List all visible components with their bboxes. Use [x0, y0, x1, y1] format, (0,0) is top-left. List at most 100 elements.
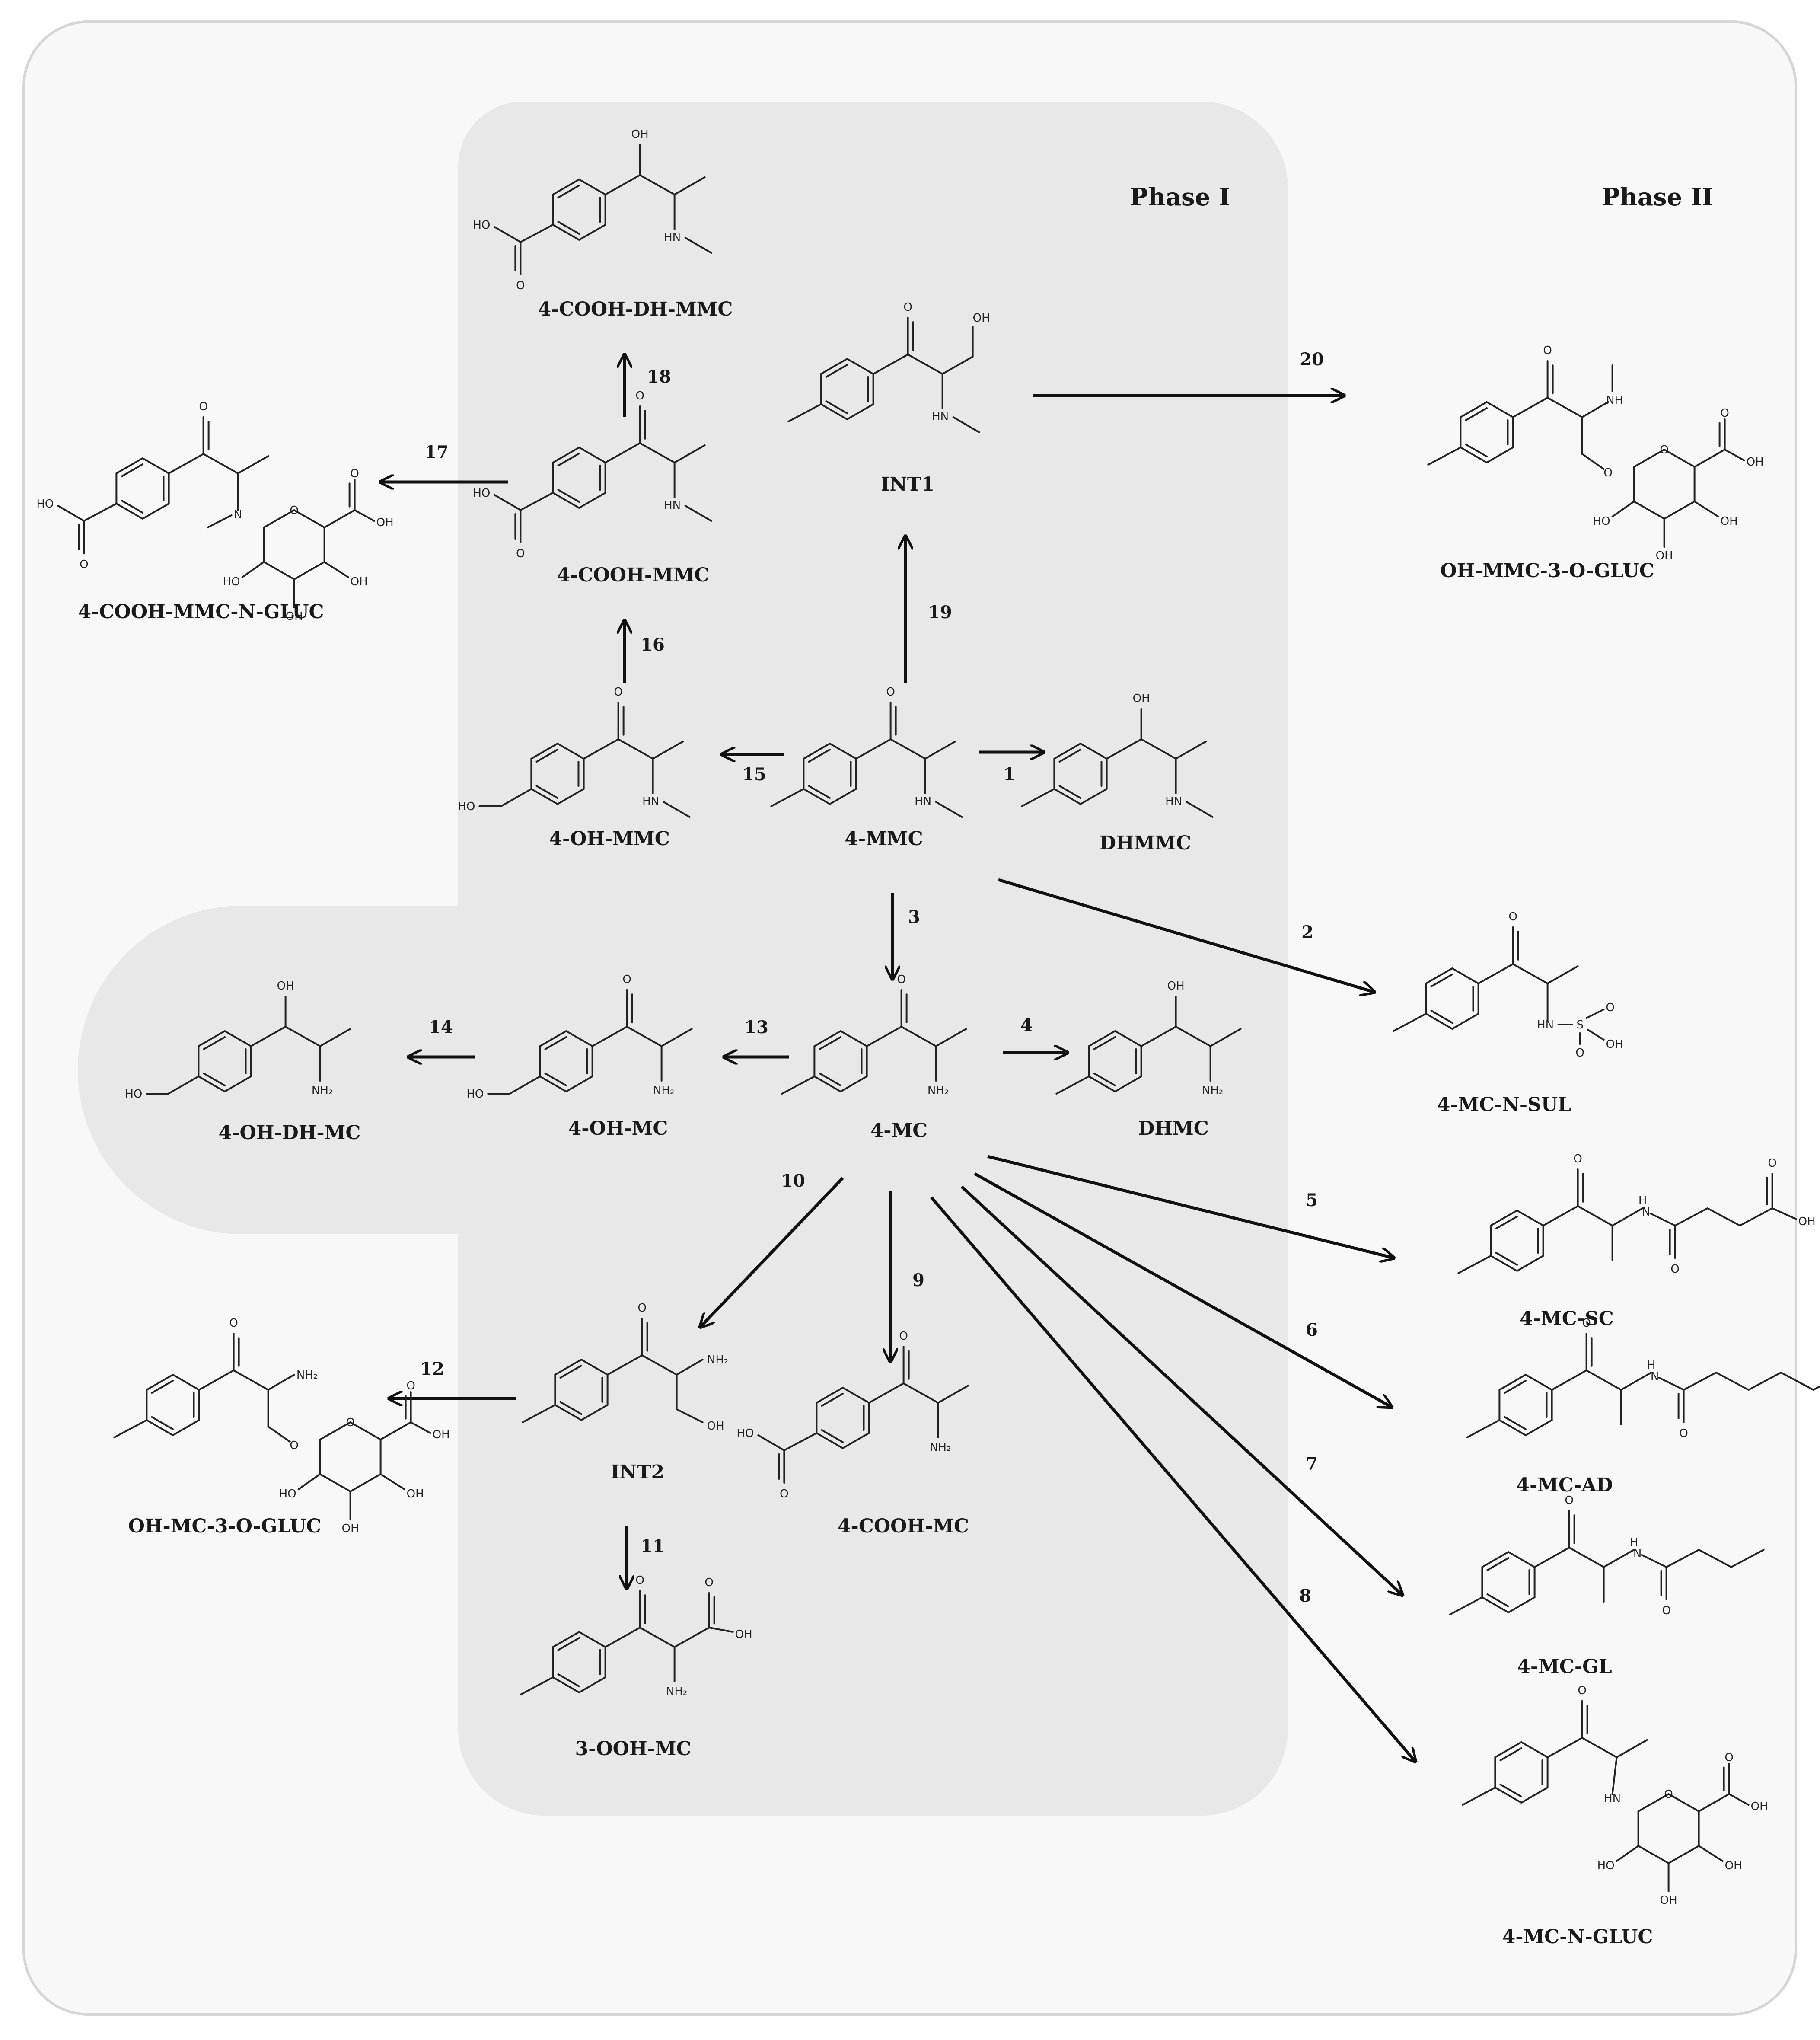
compound-label-ohmc: 4-OH-MC — [568, 1117, 668, 1140]
svg-text:HO: HO — [458, 800, 475, 813]
svg-text:O: O — [406, 1379, 415, 1392]
svg-text:HN: HN — [664, 499, 681, 512]
reaction-arrow-5 — [987, 1155, 1394, 1258]
svg-text:HO: HO — [1597, 1859, 1615, 1872]
svg-text:NH₂: NH₂ — [707, 1354, 728, 1366]
phase-one-region — [78, 102, 1288, 1816]
svg-text:O: O — [1670, 1263, 1679, 1276]
svg-text:N: N — [1642, 1206, 1650, 1219]
svg-text:O: O — [516, 547, 525, 560]
svg-text:O: O — [1664, 1788, 1673, 1801]
svg-text:S: S — [1576, 1018, 1584, 1031]
svg-text:O: O — [516, 279, 525, 292]
svg-text:HO: HO — [473, 487, 490, 500]
svg-text:OH: OH — [1660, 1894, 1677, 1907]
svg-text:HN: HN — [664, 231, 681, 244]
svg-text:OH: OH — [1798, 1215, 1816, 1228]
compound-label-ohmmc: 4-OH-MMC — [549, 828, 669, 850]
svg-text:O: O — [637, 1302, 646, 1315]
compound-label-int2: INT2 — [611, 1461, 664, 1483]
reaction-number-19: 19 — [928, 602, 952, 623]
svg-text:O: O — [886, 686, 895, 699]
svg-text:OH: OH — [735, 1628, 752, 1641]
svg-text:O: O — [199, 400, 207, 413]
svg-text:NH₂: NH₂ — [653, 1084, 674, 1097]
compound-label-coohdhmmc: 4-COOH-DH-MMC — [538, 298, 733, 320]
compound-label-mcsc: 4-MC-SC — [1520, 1308, 1614, 1330]
svg-text:HN: HN — [1537, 1018, 1554, 1031]
svg-text:NH₂: NH₂ — [296, 1369, 318, 1382]
compound-label-int1: INT1 — [881, 473, 934, 495]
svg-text:O: O — [780, 1488, 788, 1500]
svg-text:O: O — [1543, 344, 1552, 357]
svg-text:H: H — [1630, 1536, 1638, 1549]
svg-text:O: O — [1578, 1684, 1586, 1697]
compound-label-mmc4: 4-MMC — [845, 828, 923, 850]
svg-text:HO: HO — [125, 1088, 142, 1101]
svg-text:OH: OH — [376, 516, 394, 529]
compound-label-mcgl: 4-MC-GL — [1517, 1656, 1612, 1678]
reaction-number-17: 17 — [424, 442, 449, 463]
reaction-number-2: 2 — [1301, 922, 1313, 942]
compound-label-coohmc: 4-COOH-MC — [838, 1515, 969, 1537]
svg-text:OH: OH — [1133, 692, 1150, 705]
svg-text:O: O — [1662, 1604, 1670, 1617]
svg-text:O: O — [899, 1330, 908, 1343]
reaction-number-20: 20 — [1300, 349, 1324, 370]
svg-text:O: O — [1508, 910, 1517, 923]
compound-label-mcnsul: 4-MC-N-SUL — [1437, 1094, 1571, 1116]
svg-text:OH: OH — [631, 128, 649, 141]
compound-label-ohmmc3ogluc: OH-MMC-3-O-GLUC — [1440, 560, 1654, 582]
svg-text:HN: HN — [1604, 1792, 1621, 1805]
reaction-number-16: 16 — [641, 635, 665, 655]
svg-text:HO: HO — [466, 1088, 484, 1101]
svg-text:NH₂: NH₂ — [930, 1441, 951, 1454]
svg-text:OH: OH — [342, 1522, 359, 1535]
svg-text:HO: HO — [279, 1488, 296, 1500]
compound-label-ohmc3ogluc: OH-MC-3-O-GLUC — [128, 1515, 322, 1537]
reaction-arrow-10 — [700, 1177, 844, 1327]
structure-dhmmc: OH HN — [1021, 692, 1214, 818]
svg-text:OH: OH — [407, 1488, 424, 1500]
svg-text:O: O — [80, 558, 88, 571]
svg-text:OH: OH — [707, 1420, 724, 1433]
reaction-arrow-2 — [998, 878, 1374, 992]
reaction-arrow-8 — [930, 1196, 1415, 1762]
reaction-number-9: 9 — [912, 1270, 924, 1290]
svg-text:O: O — [704, 1576, 713, 1589]
svg-text:HO: HO — [1593, 515, 1610, 528]
svg-text:H: H — [1647, 1359, 1656, 1372]
svg-text:O: O — [1575, 1047, 1584, 1060]
svg-text:O: O — [622, 973, 631, 986]
svg-text:OH: OH — [277, 980, 294, 993]
reaction-number-10: 10 — [781, 1171, 805, 1191]
svg-text:OH: OH — [1606, 1038, 1623, 1051]
svg-text:N: N — [1633, 1547, 1642, 1560]
svg-text:HO: HO — [36, 498, 54, 511]
structure-mmc4: OHN — [770, 686, 963, 818]
svg-text:HN: HN — [1165, 795, 1182, 808]
svg-text:O: O — [635, 1574, 644, 1587]
svg-text:O: O — [1573, 1152, 1582, 1165]
svg-text:HN: HN — [932, 410, 949, 423]
reaction-number-18: 18 — [647, 367, 671, 387]
svg-text:N: N — [1651, 1370, 1659, 1383]
svg-text:O: O — [1768, 1157, 1776, 1170]
svg-text:NH₂: NH₂ — [928, 1084, 949, 1097]
svg-text:O: O — [1582, 1317, 1591, 1330]
reaction-number-12: 12 — [420, 1359, 444, 1379]
reaction-arrow-7 — [960, 1185, 1402, 1595]
compound-label-mcad: 4-MC-AD — [1516, 1474, 1613, 1496]
reaction-number-13: 13 — [744, 1017, 768, 1038]
